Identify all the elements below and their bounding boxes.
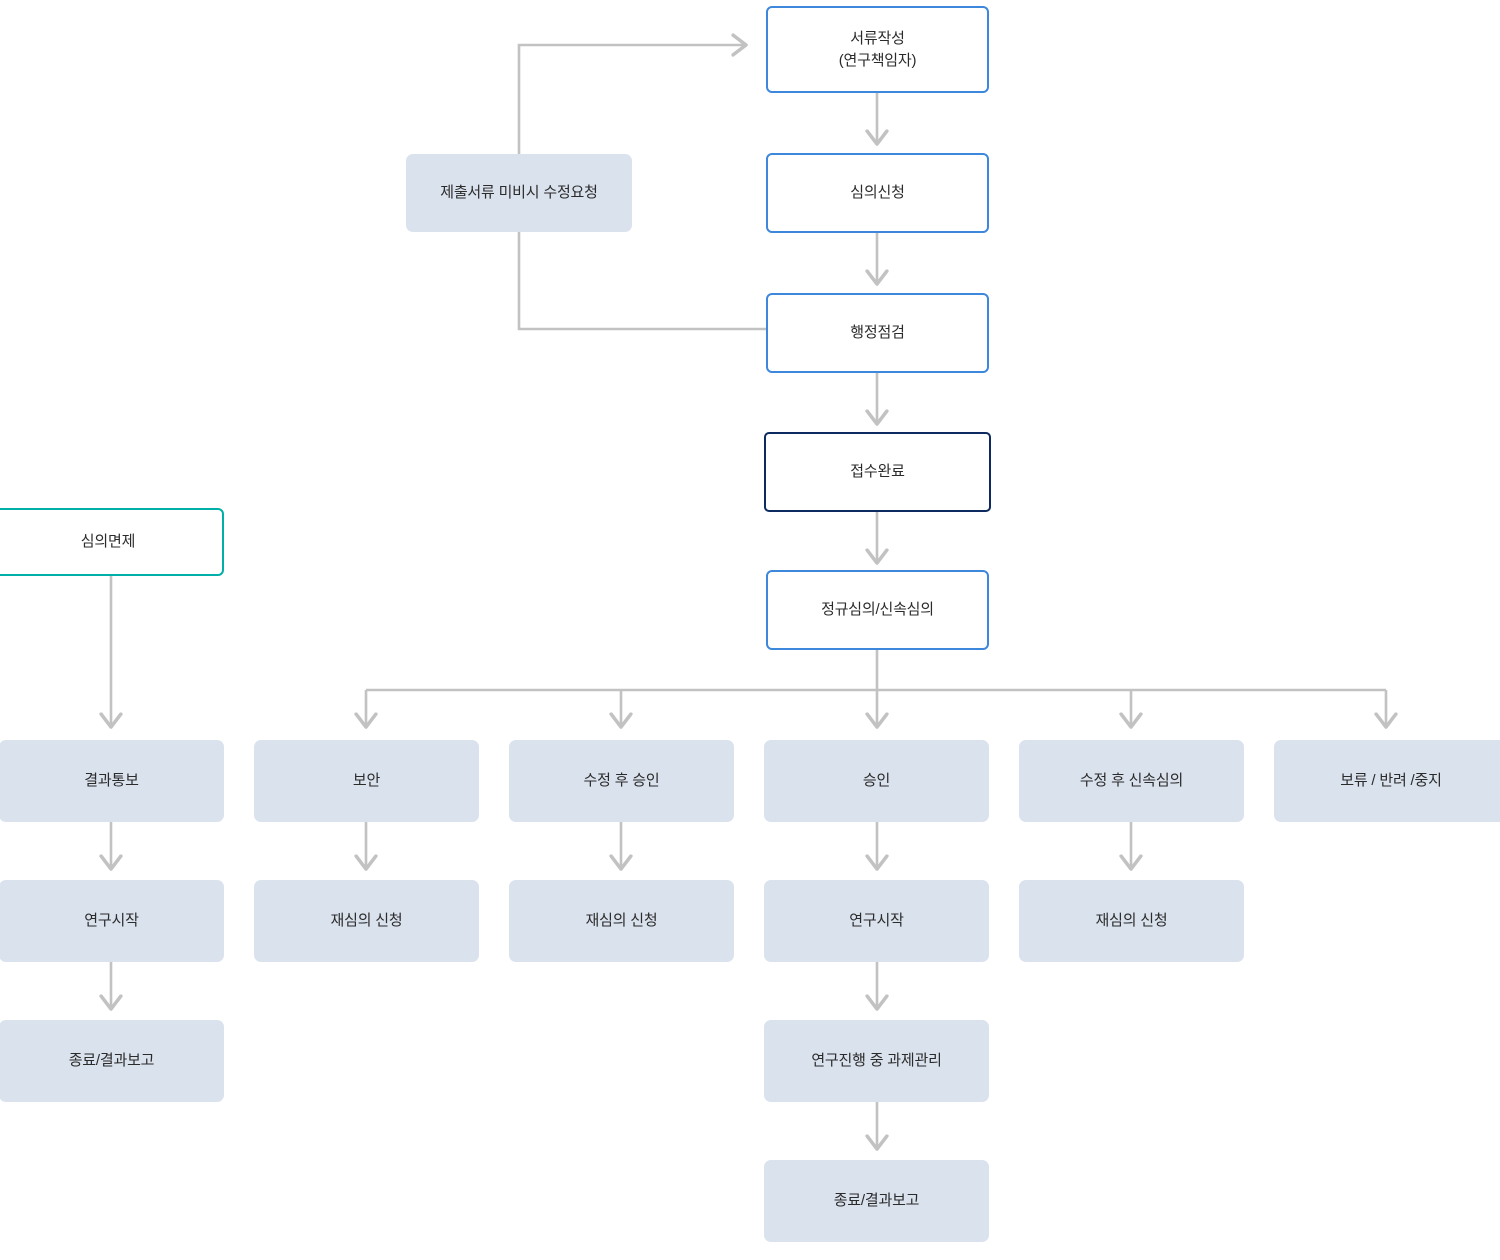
node-ongoing-management[interactable]: 연구진행 중 과제관리 [764, 1020, 989, 1102]
node-label: 승인 [862, 772, 891, 790]
node-label: 수정 후 신속심의 [1079, 772, 1184, 790]
node-label: 재심의 신청 [585, 912, 658, 930]
node-label: 심의면제 [80, 533, 136, 551]
node-label: 종료/결과보고 [68, 1052, 155, 1070]
node-label: 결과통보 [84, 772, 139, 790]
node-label: 보안 [352, 772, 381, 790]
node-expedited-after-revision[interactable]: 수정 후 신속심의 [1019, 740, 1244, 822]
node-final-report-exempt[interactable]: 종료/결과보고 [0, 1020, 224, 1102]
node-research-start-exempt[interactable]: 연구시작 [0, 880, 224, 962]
node-regular-expedited-review[interactable]: 정규심의/신속심의 [766, 570, 989, 650]
node-label: 연구시작 [849, 912, 904, 930]
node-label: 수정 후 승인 [583, 772, 660, 790]
node-label: 재심의 신청 [330, 912, 403, 930]
node-label: 연구진행 중 과제관리 [811, 1052, 942, 1070]
node-review-exemption[interactable]: 심의면제 [0, 508, 224, 576]
node-label: 보류 / 반려 /중지 [1340, 772, 1442, 790]
node-label: 연구시작 [84, 912, 139, 930]
node-administrative-check[interactable]: 행정점검 [766, 293, 989, 373]
node-label: 정규심의/신속심의 [821, 601, 934, 619]
node-label: 서류작성 (연구책임자) [838, 29, 917, 69]
node-result-notice[interactable]: 결과통보 [0, 740, 224, 822]
node-label: 행정점검 [850, 324, 905, 342]
node-hold-return-suspend[interactable]: 보류 / 반려 /중지 [1274, 740, 1500, 822]
node-document-preparation[interactable]: 서류작성 (연구책임자) [766, 6, 989, 93]
node-label: 종료/결과보고 [833, 1192, 920, 1210]
node-research-start-approved[interactable]: 연구시작 [764, 880, 989, 962]
node-reapplication-revision[interactable]: 재심의 신청 [509, 880, 734, 962]
node-final-report-approved[interactable]: 종료/결과보고 [764, 1160, 989, 1242]
node-approval-after-revision[interactable]: 수정 후 승인 [509, 740, 734, 822]
node-security[interactable]: 보안 [254, 740, 479, 822]
node-reapplication-security[interactable]: 재심의 신청 [254, 880, 479, 962]
node-approval[interactable]: 승인 [764, 740, 989, 822]
node-review-application[interactable]: 심의신청 [766, 153, 989, 233]
node-label: 제출서류 미비시 수정요청 [440, 184, 598, 202]
node-receipt-complete[interactable]: 접수완료 [764, 432, 991, 512]
node-revision-request[interactable]: 제출서류 미비시 수정요청 [406, 154, 632, 232]
node-label: 접수완료 [850, 463, 905, 481]
node-label: 재심의 신청 [1095, 912, 1168, 930]
node-label: 심의신청 [850, 184, 905, 202]
node-reapplication-expedited[interactable]: 재심의 신청 [1019, 880, 1244, 962]
